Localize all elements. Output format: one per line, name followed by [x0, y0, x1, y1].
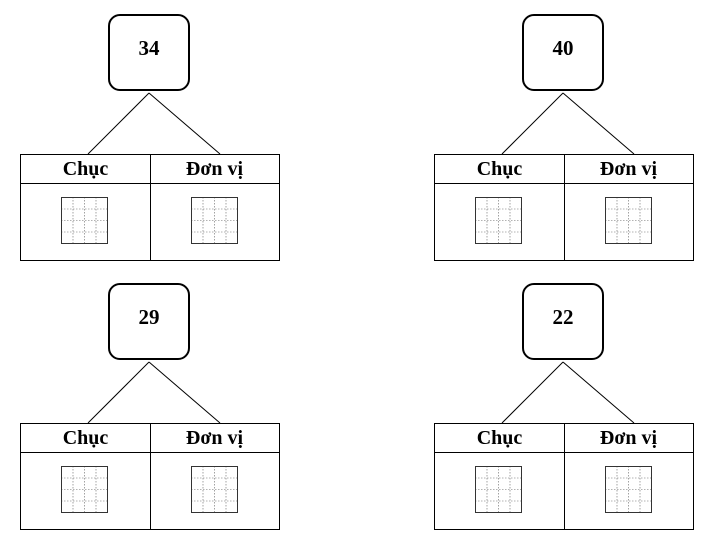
tens-answer-grid[interactable] — [475, 466, 522, 513]
tens-answer-grid[interactable] — [61, 197, 108, 244]
tens-header: Chục — [62, 427, 109, 449]
place-value-diagram: 22 Chục Đơn vị — [434, 283, 694, 533]
ones-header: Đơn vị — [185, 427, 244, 449]
ones-header: Đơn vị — [185, 158, 244, 180]
place-value-diagram: 34 Chục Đơn vị — [20, 14, 280, 264]
ones-header: Đơn vị — [599, 158, 658, 180]
column-divider — [150, 424, 151, 529]
ones-answer-grid[interactable] — [605, 466, 652, 513]
place-value-table: Chục Đơn vị — [434, 423, 694, 530]
place-value-table: Chục Đơn vị — [20, 423, 280, 530]
ones-header: Đơn vị — [599, 427, 658, 449]
column-divider — [564, 424, 565, 529]
column-divider — [150, 155, 151, 260]
number-box: 22 — [522, 283, 604, 360]
number-box: 29 — [108, 283, 190, 360]
tens-header: Chục — [476, 158, 523, 180]
tens-answer-grid[interactable] — [61, 466, 108, 513]
ones-answer-grid[interactable] — [191, 197, 238, 244]
place-value-table: Chục Đơn vị — [20, 154, 280, 261]
number-value: 29 — [138, 305, 160, 329]
tens-answer-grid[interactable] — [475, 197, 522, 244]
column-divider — [564, 155, 565, 260]
number-box: 34 — [108, 14, 190, 91]
place-value-diagram: 40 Chục Đơn vị — [434, 14, 694, 264]
tens-header: Chục — [476, 427, 523, 449]
number-box: 40 — [522, 14, 604, 91]
number-value: 22 — [552, 305, 574, 329]
tens-header: Chục — [62, 158, 109, 180]
place-value-table: Chục Đơn vị — [434, 154, 694, 261]
place-value-diagram: 29 Chục Đơn vị — [20, 283, 280, 533]
number-value: 40 — [552, 36, 574, 60]
ones-answer-grid[interactable] — [191, 466, 238, 513]
number-value: 34 — [138, 36, 160, 60]
ones-answer-grid[interactable] — [605, 197, 652, 244]
